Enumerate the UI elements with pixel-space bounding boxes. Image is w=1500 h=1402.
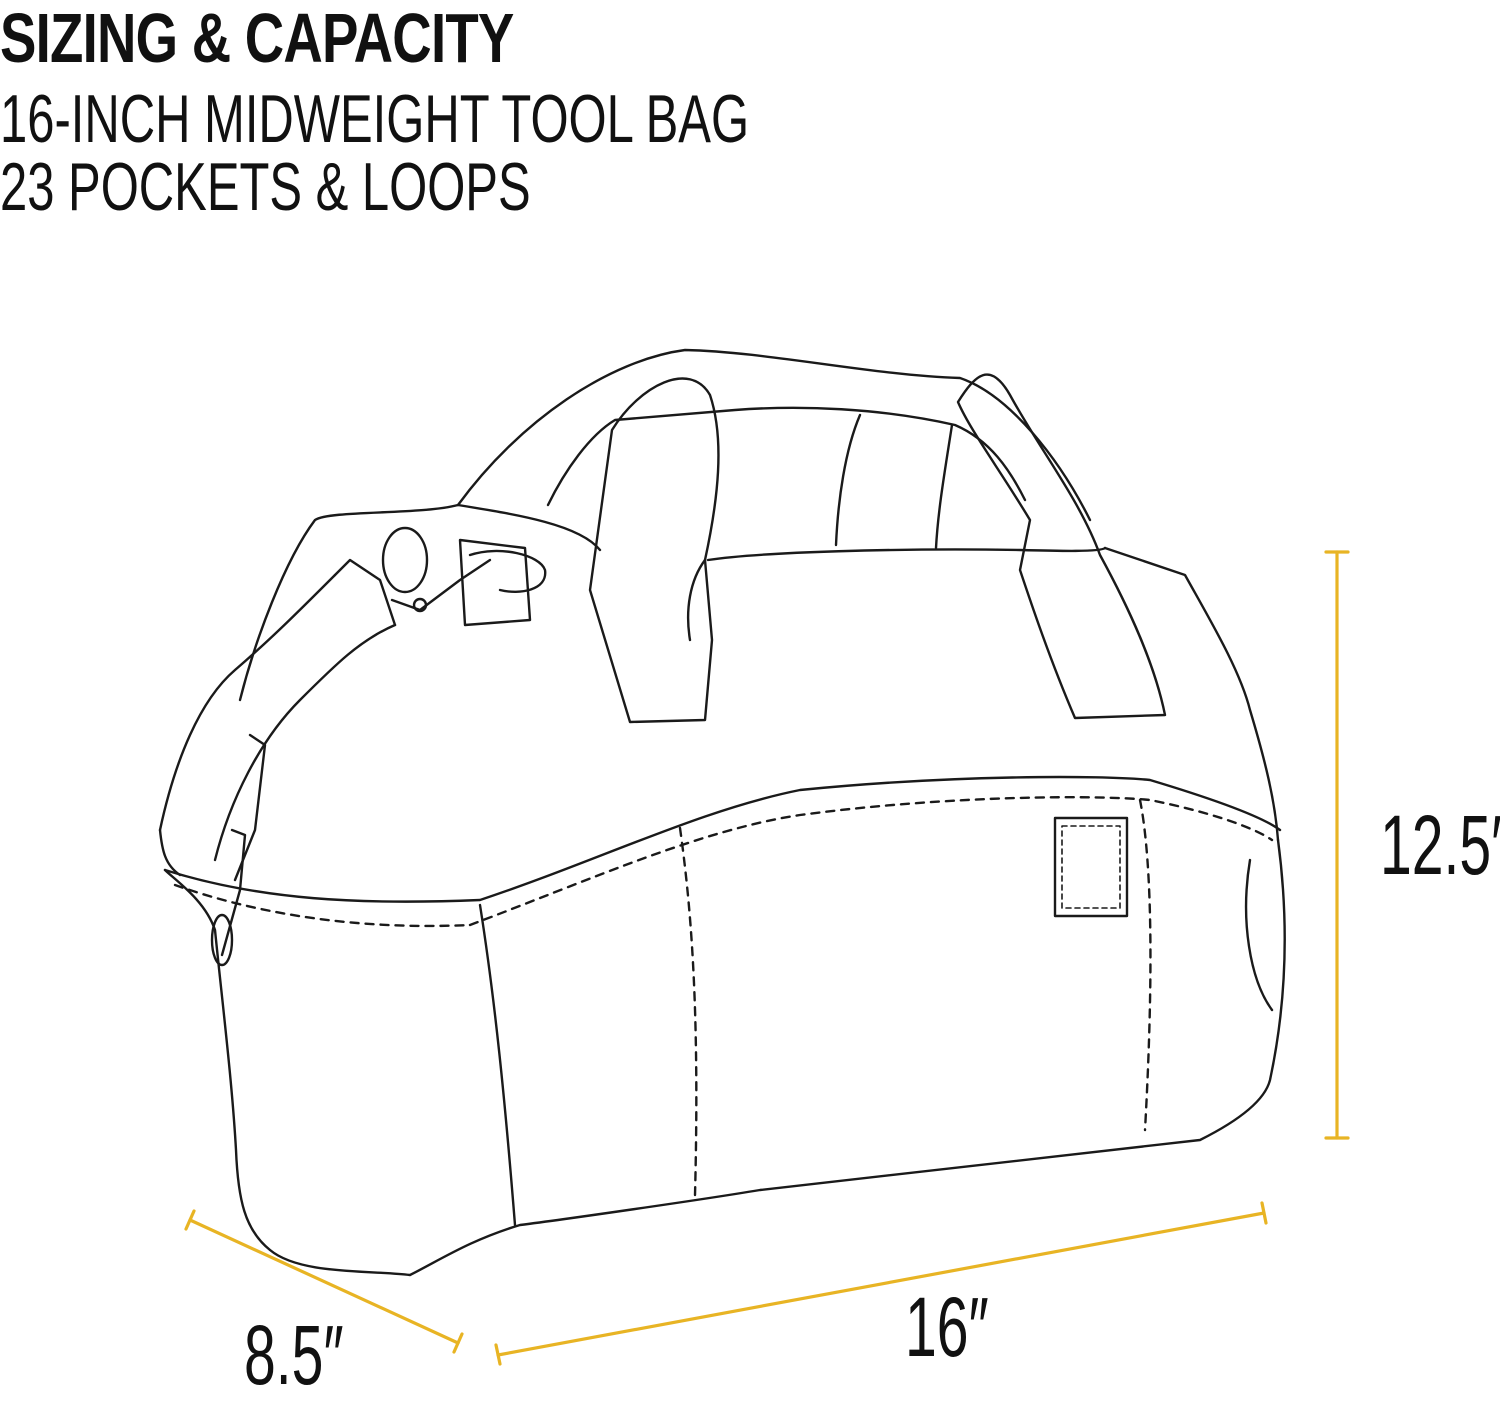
front-handle	[588, 373, 1167, 724]
depth-label: 8.5″	[244, 1308, 344, 1402]
bag-body-outline	[163, 503, 1286, 1277]
side-clip-icon	[210, 733, 267, 967]
height-label: 12.5″	[1380, 798, 1500, 892]
side-pocket	[1244, 858, 1274, 1012]
depth-dimension-line	[188, 1218, 460, 1345]
page-title: SIZING & CAPACITY	[0, 0, 514, 77]
front-pocket-band	[163, 775, 1282, 1227]
dimension-lines	[184, 550, 1350, 1366]
length-label: 16″	[905, 1280, 989, 1374]
snap-hook-icon	[381, 503, 602, 627]
back-handle	[456, 348, 1092, 550]
label-patch-icon	[1053, 816, 1129, 918]
length-dimension-line	[496, 1211, 1266, 1357]
pocket-count: 23 POCKETS & LOOPS	[0, 149, 531, 225]
product-name: 16-INCH MIDWEIGHT TOOL BAG	[0, 81, 750, 157]
shoulder-strap	[158, 558, 397, 877]
